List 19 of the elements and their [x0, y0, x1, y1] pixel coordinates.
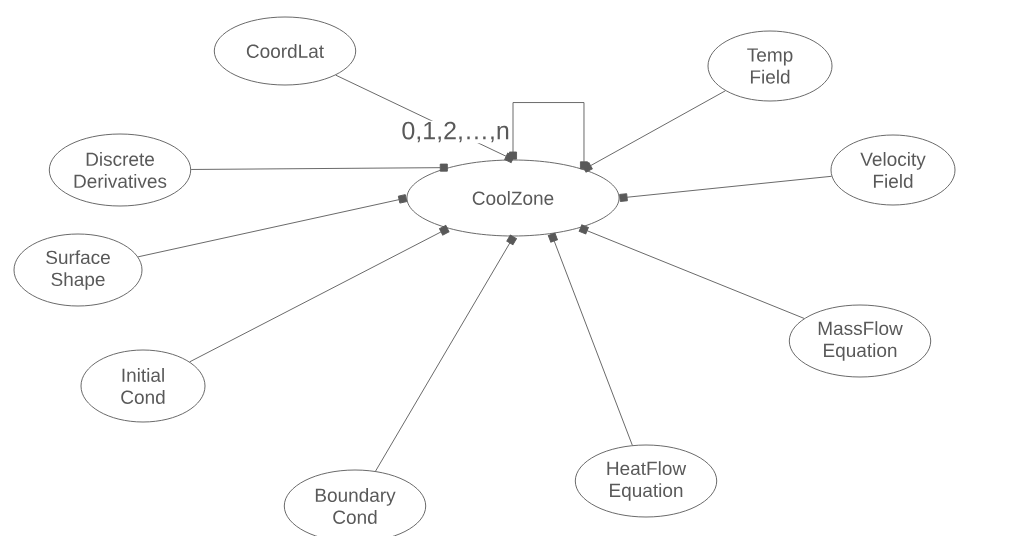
edge-label: 0,1,2,…,n: [402, 121, 509, 143]
connector: [137, 194, 408, 258]
self-loop-connector: [509, 102, 588, 170]
ellipse-node: HeatFlow Equation: [574, 444, 718, 518]
ellipse-node: MassFlow Equation: [788, 304, 932, 378]
connector: [547, 232, 633, 446]
connector: [582, 90, 726, 173]
connector: [189, 225, 450, 363]
ellipse-node: Initial Cond: [80, 349, 206, 423]
ellipse-node: Temp Field: [707, 30, 833, 102]
connector: [619, 175, 832, 202]
ellipse-node: CoolZone: [406, 159, 620, 237]
connector: [578, 224, 805, 319]
ellipse-node: Discrete Derivatives: [48, 133, 192, 207]
connector: [190, 163, 448, 172]
ellipse-node: Surface Shape: [13, 233, 143, 307]
ellipse-node: Velocity Field: [830, 134, 956, 206]
ellipse-node: CoordLat: [213, 16, 357, 86]
connector: [375, 234, 517, 472]
